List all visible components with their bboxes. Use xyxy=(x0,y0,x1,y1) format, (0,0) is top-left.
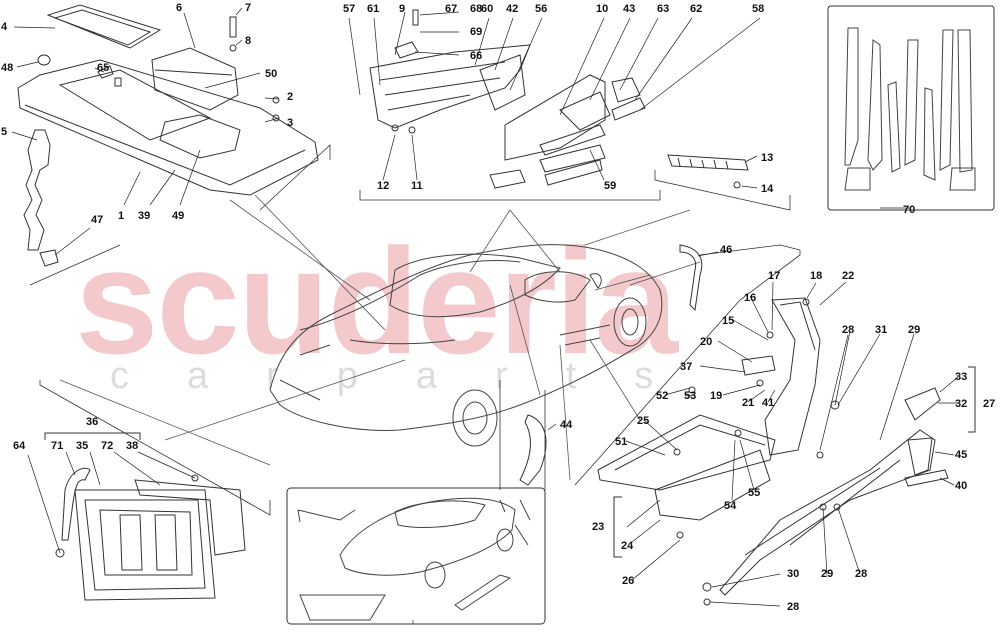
part-label[interactable]: 29 xyxy=(821,568,834,580)
seal-kit-frame xyxy=(827,5,995,211)
part-label[interactable]: 36 xyxy=(86,416,99,428)
vent-grille xyxy=(667,154,749,189)
part-label[interactable]: 16 xyxy=(744,292,757,304)
part-label[interactable]: 18 xyxy=(810,270,823,282)
part-label[interactable]: 59 xyxy=(604,180,617,192)
heat-shields xyxy=(369,9,646,189)
part-label[interactable]: 71 xyxy=(51,440,64,452)
main-car-outline xyxy=(269,244,663,447)
part-label[interactable]: 49 xyxy=(172,210,185,222)
part-label[interactable]: 5 xyxy=(1,126,8,138)
part-label[interactable]: 66 xyxy=(470,50,483,62)
part-label[interactable]: 50 xyxy=(265,68,278,80)
part-label[interactable]: 43 xyxy=(623,3,636,15)
part-label[interactable]: 52 xyxy=(656,390,669,402)
part-label[interactable]: 30 xyxy=(787,568,800,580)
part-label[interactable]: 31 xyxy=(875,324,888,336)
part-label[interactable]: 61 xyxy=(367,3,380,15)
part-label[interactable]: 22 xyxy=(842,270,855,282)
part-label[interactable]: 38 xyxy=(126,440,139,452)
part-label[interactable]: 24 xyxy=(621,540,634,552)
part-label[interactable]: 54 xyxy=(724,500,737,512)
part-label[interactable]: 69 xyxy=(470,26,483,38)
part-label[interactable]: 55 xyxy=(748,487,761,499)
bracket-23 xyxy=(613,496,622,558)
cover-plate-parts xyxy=(55,467,246,601)
intake-assembly xyxy=(17,4,319,267)
inset-frame-64 xyxy=(286,487,546,625)
part-label[interactable]: 47 xyxy=(91,214,104,226)
part-label[interactable]: 48 xyxy=(1,62,14,74)
part-label[interactable]: 17 xyxy=(768,270,781,282)
part-label[interactable]: 27 xyxy=(983,398,996,410)
part-label[interactable]: 7 xyxy=(245,2,252,14)
panel-borders xyxy=(29,144,801,516)
inset-car xyxy=(297,497,531,621)
callout-lines xyxy=(11,7,959,624)
part-label[interactable]: 58 xyxy=(752,3,765,15)
part-label[interactable]: 39 xyxy=(138,210,151,222)
part-label[interactable]: 51 xyxy=(615,436,628,448)
part-label[interactable]: 57 xyxy=(343,3,356,15)
part-label[interactable]: 67 xyxy=(445,3,458,15)
part-label[interactable]: 60 xyxy=(481,3,494,15)
part-label[interactable]: 1 xyxy=(118,210,125,222)
part-label[interactable]: 10 xyxy=(596,3,609,15)
part-label[interactable]: 26 xyxy=(622,575,635,587)
leader-lines xyxy=(59,194,701,481)
part-label[interactable]: 29 xyxy=(908,324,921,336)
part-label[interactable]: 13 xyxy=(761,152,774,164)
part-label[interactable]: 3 xyxy=(287,117,294,129)
part-label[interactable]: 53 xyxy=(684,390,697,402)
seal-kit-parts xyxy=(844,27,976,191)
part-label[interactable]: 70 xyxy=(903,204,916,216)
carparts-watermark: carparts xyxy=(110,355,712,397)
part-label[interactable]: 19 xyxy=(710,390,723,402)
part-label[interactable]: 42 xyxy=(506,3,519,15)
part-label[interactable]: 63 xyxy=(657,3,670,15)
part-label[interactable]: 15 xyxy=(722,315,735,327)
part-label[interactable]: 4 xyxy=(1,21,8,33)
bracket-34 xyxy=(44,432,141,440)
part-label[interactable]: 6 xyxy=(176,2,183,14)
part-label[interactable]: 72 xyxy=(101,440,114,452)
scuderia-watermark: scuderia xyxy=(75,217,678,385)
part-label[interactable]: 12 xyxy=(377,180,390,192)
part-label[interactable]: 11 xyxy=(411,180,423,192)
part-label[interactable]: 40 xyxy=(955,480,968,492)
part-label[interactable]: 28 xyxy=(855,568,868,580)
part-label[interactable]: 65 xyxy=(97,62,110,74)
part-label[interactable]: 28 xyxy=(842,324,855,336)
part-label[interactable]: 8 xyxy=(245,35,252,47)
part-label[interactable]: 35 xyxy=(76,440,89,452)
part-label[interactable]: 14 xyxy=(761,183,774,195)
part-label[interactable]: 2 xyxy=(287,91,294,103)
part-label[interactable]: 45 xyxy=(955,449,968,461)
side-sill-assembly xyxy=(519,244,949,606)
part-label[interactable]: 37 xyxy=(680,361,693,373)
part-label[interactable]: 20 xyxy=(700,336,713,348)
part-label[interactable]: 46 xyxy=(720,244,733,256)
part-label[interactable]: 25 xyxy=(637,415,650,427)
part-label[interactable]: 32 xyxy=(955,398,968,410)
part-label[interactable]: 64 xyxy=(13,440,26,452)
bracket-27 xyxy=(968,366,976,433)
part-label[interactable]: 44 xyxy=(560,419,573,431)
part-label[interactable]: 62 xyxy=(690,3,703,15)
part-label[interactable]: 28 xyxy=(787,601,800,613)
part-label[interactable]: 56 xyxy=(535,3,548,15)
part-label[interactable]: 9 xyxy=(399,3,406,15)
part-label[interactable]: 21 xyxy=(742,397,755,409)
part-label[interactable]: 41 xyxy=(762,397,775,409)
part-label[interactable]: 33 xyxy=(955,371,968,383)
part-label[interactable]: 68 xyxy=(470,3,483,15)
part-label[interactable]: 23 xyxy=(592,521,605,533)
